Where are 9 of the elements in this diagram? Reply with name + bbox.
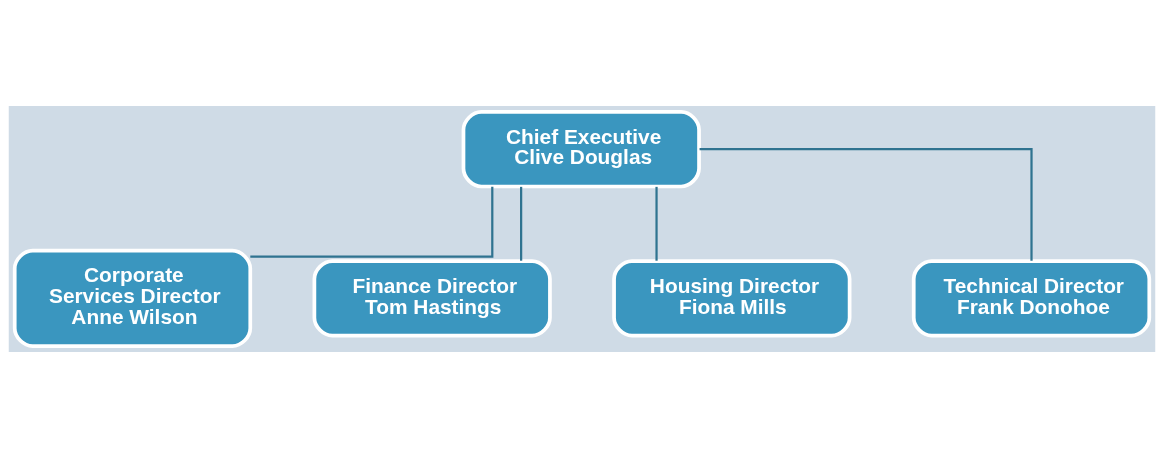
node-box: Corporate Services Director Anne Wilson <box>12 248 253 348</box>
connector <box>520 186 523 261</box>
node-box: Chief Executive Clive Douglas <box>461 109 701 188</box>
connector <box>699 147 1033 261</box>
node-box: Finance Director Tom Hastings <box>312 258 552 337</box>
connector <box>250 186 494 258</box>
node-box: Housing Director Fiona Mills <box>612 258 852 337</box>
connector <box>655 186 658 261</box>
node-box: Technical Director Frank Donohoe <box>911 258 1152 337</box>
